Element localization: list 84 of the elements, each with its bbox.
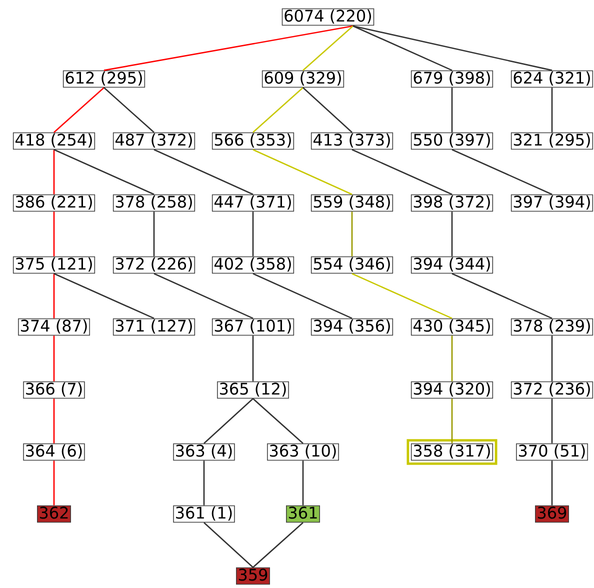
connector-line [53, 150, 55, 194]
connector-line [154, 149, 254, 195]
filled-box: 359 [236, 567, 270, 585]
connector-line [351, 212, 353, 256]
number-box: 394 (344) [410, 256, 494, 274]
number-box: 679 (398) [410, 70, 494, 88]
number-box: 375 (121) [12, 256, 96, 274]
connector-line [153, 212, 155, 256]
connector-line [302, 460, 304, 506]
connector-line [451, 398, 453, 444]
filled-box: 361 [286, 505, 320, 523]
number-box: 394 (356) [310, 318, 394, 336]
connector-line [252, 336, 254, 382]
connector-line [104, 87, 154, 133]
number-box: 372 (236) [510, 381, 594, 399]
connector-line [252, 273, 352, 319]
number-box: 378 (258) [112, 194, 196, 212]
number-box: 612 (295) [62, 70, 146, 88]
number-box: 430 (345) [410, 318, 494, 336]
number-box: 363 (10) [267, 443, 339, 461]
number-box: 418 (254) [12, 132, 96, 150]
connector-line [54, 87, 104, 133]
connector-line [53, 212, 55, 256]
number-box: 413 (373) [310, 132, 394, 150]
connector-line [252, 87, 304, 133]
number-box: 321 (295) [510, 132, 594, 150]
connector-line [551, 460, 553, 506]
filled-box: 362 [37, 505, 71, 523]
number-box: 370 (51) [516, 443, 588, 461]
connector-line [53, 274, 55, 318]
connector-line [204, 398, 254, 444]
connector-line [352, 25, 452, 71]
connector-line [451, 336, 453, 382]
connector-line [252, 212, 254, 256]
connector-line [302, 26, 354, 71]
number-box: 398 (372) [410, 194, 494, 212]
number-box: 609 (329) [262, 70, 344, 88]
connector-line [452, 273, 552, 319]
connector-line [53, 336, 55, 382]
number-box: 559 (348) [310, 194, 394, 212]
connector-line [452, 149, 552, 195]
number-box: 374 (87) [18, 318, 90, 336]
number-box: 487 (372) [112, 132, 196, 150]
number-box: 394 (320) [410, 381, 494, 399]
number-box: 386 (221) [12, 194, 96, 212]
number-box: 363 (4) [173, 443, 235, 461]
connector-line [53, 398, 55, 444]
connector-line [252, 522, 304, 568]
number-box: 624 (321) [510, 70, 594, 88]
connector-line [252, 398, 304, 444]
number-box: 566 (353) [212, 132, 294, 150]
connector-line [352, 149, 452, 195]
connector-line [54, 273, 154, 319]
number-box: 378 (239) [510, 318, 594, 336]
number-box: 365 (12) [217, 381, 289, 399]
connector-line [551, 336, 553, 382]
number-box: 366 (7) [23, 381, 85, 399]
connector-line [352, 273, 452, 319]
number-box: 371 (127) [112, 318, 196, 336]
number-box: 367 (101) [212, 318, 294, 336]
number-box: 402 (358) [212, 256, 294, 274]
number-box: 364 (6) [23, 443, 85, 461]
highlighted-box: 358 (317) [406, 439, 498, 465]
connector-line [104, 25, 354, 71]
connector-line [352, 25, 552, 71]
connector-line [203, 460, 205, 506]
number-box: 361 (1) [173, 505, 235, 523]
connector-line [53, 460, 55, 506]
connector-line [451, 212, 453, 256]
number-box: 397 (394) [510, 194, 594, 212]
number-box: 6074 (220) [282, 8, 374, 26]
connector-line [551, 88, 553, 132]
connector-line [204, 522, 254, 568]
connector-line [302, 87, 352, 133]
filled-box: 369 [535, 505, 569, 523]
connector-line [551, 398, 553, 444]
number-box: 550 (397) [410, 132, 494, 150]
connector-line [154, 273, 254, 319]
connector-line [252, 149, 352, 195]
number-box: 554 (346) [310, 256, 394, 274]
number-box: 372 (226) [112, 256, 196, 274]
connector-line [54, 149, 154, 195]
number-box: 447 (371) [212, 194, 294, 212]
connector-line [451, 88, 453, 132]
